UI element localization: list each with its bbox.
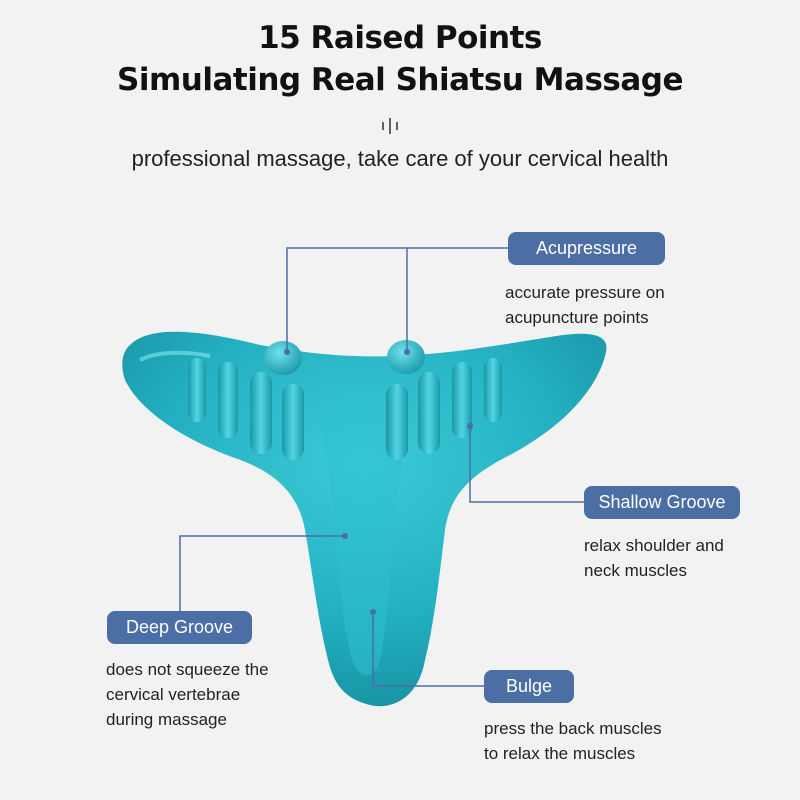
- acupressure-label: Acupressure: [508, 232, 665, 265]
- subtitle: professional massage, take care of your …: [131, 146, 669, 171]
- right-shallow-groove-ridges: [386, 358, 502, 460]
- headline-line-1: 15 Raised Points: [258, 20, 542, 56]
- divider-marks: [382, 118, 398, 134]
- shallow-groove-description: relax shoulder and neck muscles: [584, 536, 724, 580]
- deep-groove-label: Deep Groove: [107, 611, 252, 644]
- bulge-description: press the back muscles to relax the musc…: [484, 719, 662, 763]
- center-bridge: [318, 384, 409, 675]
- acupressure-description: accurate pressure on acupuncture points: [505, 283, 665, 327]
- shallow-groove-label: Shallow Groove: [584, 486, 740, 519]
- bulge-label: Bulge: [484, 670, 574, 703]
- deep-groove-description: does not squeeze the cervical vertebrae …: [106, 660, 269, 729]
- headline-line-2: Simulating Real Shiatsu Massage: [117, 62, 683, 98]
- left-shallow-groove-ridges: [188, 358, 304, 460]
